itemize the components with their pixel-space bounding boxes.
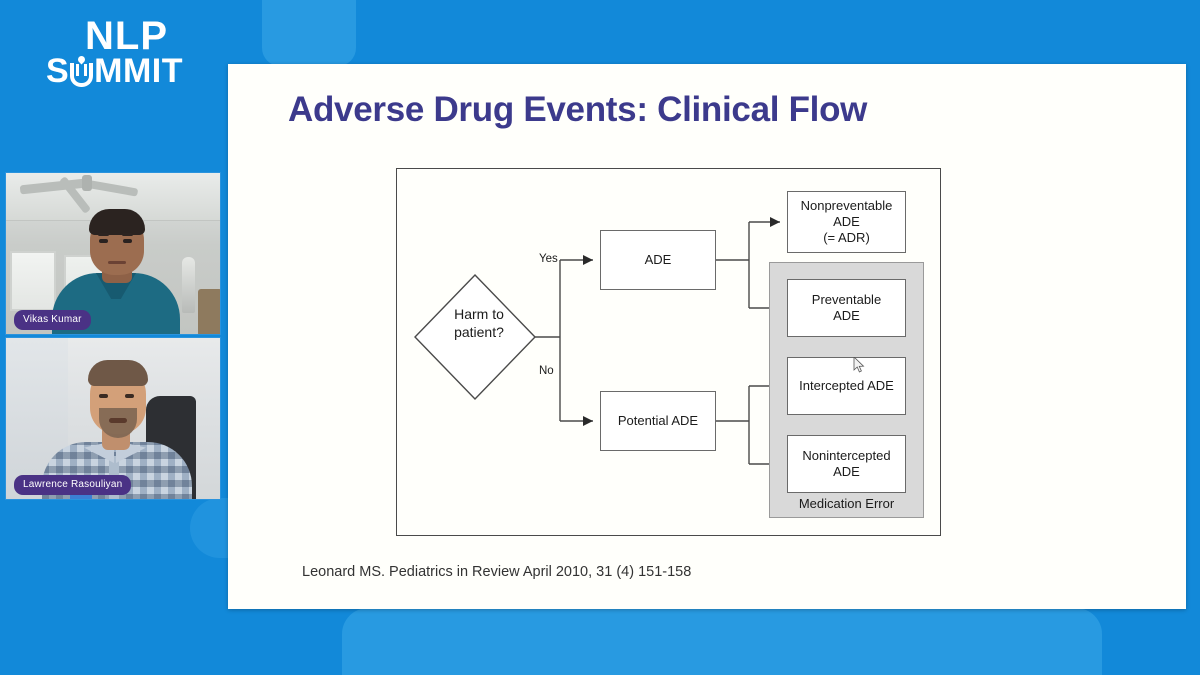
participant-video-tile[interactable]: Vikas Kumar <box>5 172 221 335</box>
logo-line-nlp: NLP <box>85 14 168 58</box>
node-nonintercepted-ade[interactable]: Nonintercepted ADE <box>787 435 906 493</box>
video-frame <box>6 173 220 334</box>
edge-label-no: No <box>539 365 554 377</box>
node-intercepted-ade[interactable]: Intercepted ADE <box>787 357 906 415</box>
edge-label-yes: Yes <box>539 253 558 265</box>
page-title: Adverse Drug Events: Clinical Flow <box>288 90 868 129</box>
logo-summit-pre: S <box>45 52 70 90</box>
node-ade[interactable]: ADE <box>600 230 716 290</box>
slide-citation: Leonard MS. Pediatrics in Review April 2… <box>302 564 692 580</box>
node-preventable-ade[interactable]: Preventable ADE <box>787 279 906 337</box>
background-decoration-top <box>262 0 356 66</box>
participant-video-tile[interactable]: Lawrence Rasouliyan <box>5 337 221 500</box>
node-nonpreventable-ade[interactable]: Nonpreventable ADE (= ADR) <box>787 191 906 253</box>
flask-droplet-icon <box>70 54 94 87</box>
medication-error-label: Medication Error <box>798 496 895 511</box>
decision-diamond <box>414 273 536 401</box>
node-potential-ade[interactable]: Potential ADE <box>600 391 716 451</box>
logo-summit-post: MMIT <box>94 52 184 90</box>
participant-name-badge: Vikas Kumar <box>14 310 91 330</box>
decision-label: Harm to patient? <box>454 306 504 340</box>
background-decoration-bottom <box>342 608 1102 675</box>
flowchart-diagram: Harm to patient? Yes No Medication Error… <box>396 168 941 536</box>
participant-name-badge: Lawrence Rasouliyan <box>14 475 132 495</box>
nlp-summit-logo: NLP S MMIT <box>22 16 207 94</box>
logo-line-summit: S MMIT <box>22 53 207 89</box>
ceiling-fan-icon <box>82 175 92 191</box>
presentation-slide[interactable]: Adverse Drug Events: Clinical Flow <box>228 64 1186 609</box>
